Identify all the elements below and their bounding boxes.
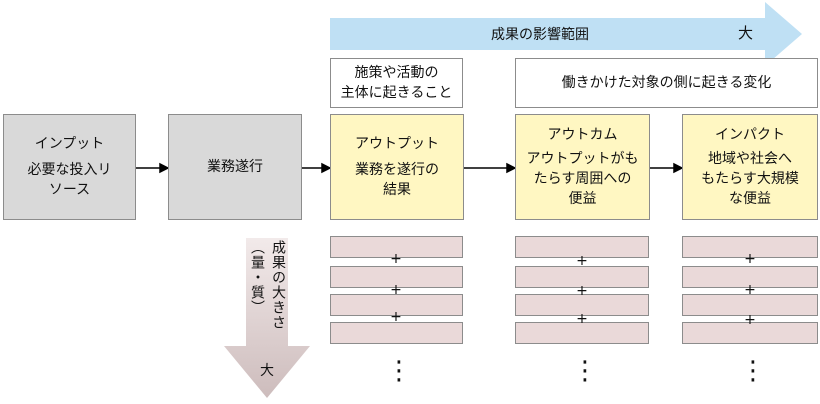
output-stack-bar-2 (330, 266, 463, 288)
output-stack-bar-4 (330, 322, 463, 344)
flow-outcome-line-1: アウトプットがも (526, 151, 639, 167)
flow-input-line-1: 必要な投入リ (27, 162, 112, 178)
flow-output-line-2: 結果 (383, 182, 411, 198)
flow-input-title: インプット (34, 136, 105, 152)
flow-outcome: アウトカム アウトプットがも たらす周囲への 便益 (515, 114, 650, 220)
flow-execution: 業務遂行 (168, 114, 302, 220)
output-stack-bar-3 (330, 294, 463, 316)
impact-plus-3: + (744, 312, 756, 328)
size-down-arrow (224, 238, 310, 398)
outcome-plus-3: + (576, 311, 588, 327)
flow-impact-line-1: 地域や社会へ (708, 151, 792, 167)
flow-output-title: アウトプット (355, 136, 439, 152)
flow-output-line-1: 業務を遂行の (355, 162, 439, 178)
flow-outcome-line-3: 便益 (568, 191, 597, 207)
note-actor: 施策や活動の 主体に起きること (330, 58, 463, 108)
flow-input: インプット 必要な投入リ ソース (3, 114, 136, 220)
outcome-dots: ⋮ (572, 356, 598, 386)
impact-stack-bar-1 (682, 236, 818, 258)
impact-dots: ⋮ (740, 356, 766, 386)
scope-banner-arrow (330, 2, 802, 66)
impact-stack-bar-3 (682, 294, 818, 316)
outcome-plus-1: + (576, 253, 588, 269)
outcome-plus-2: + (576, 283, 588, 299)
impact-plus-1: + (744, 251, 756, 267)
outcome-stack-bar-2 (515, 266, 649, 288)
note-actor-line-2: 主体に起きること (340, 85, 453, 101)
flow-outcome-line-2: たらす周囲への (533, 171, 632, 187)
flow-impact-title: インパクト (715, 127, 785, 143)
outcome-stack-bar-4 (515, 322, 649, 344)
scope-banner-label: 成果の影響範囲 (491, 27, 589, 43)
flow-output: アウトプット 業務を遂行の 結果 (330, 114, 464, 220)
flow-impact: インパクト 地域や社会へ もたらす大規模 な便益 (682, 114, 818, 220)
flow-outcome-title: アウトカム (547, 127, 618, 143)
output-plus-1: + (390, 251, 402, 267)
flow-execution-title: 業務遂行 (207, 159, 263, 175)
scope-banner-end-label: 大 (738, 24, 754, 42)
outcome-stack-bar-1 (515, 236, 649, 258)
impact-plus-2: + (744, 282, 756, 298)
flow-impact-line-3: な便益 (729, 191, 771, 207)
note-target: 働きかけた対象の側に起きる変化 (515, 58, 818, 108)
size-axis-end-label: 大 (260, 363, 274, 379)
output-dots: ⋮ (386, 356, 412, 386)
impact-stack-bar-4 (682, 322, 818, 344)
flow-impact-line-2: もたらす大規模 (701, 171, 799, 187)
impact-stack-bar-2 (682, 266, 818, 288)
size-axis-label: 成果の大きさ (270, 240, 286, 330)
note-target-text: 働きかけた対象の側に起きる変化 (561, 75, 772, 91)
note-actor-line-1: 施策や活動の (354, 65, 439, 81)
output-stack-bar-1 (330, 236, 463, 258)
size-axis-sub: （量・質） (249, 240, 265, 315)
flow-input-line-2: ソース (48, 182, 91, 198)
output-plus-2: + (390, 282, 402, 298)
output-plus-3: + (390, 309, 402, 325)
outcome-stack-bar-3 (515, 294, 649, 316)
